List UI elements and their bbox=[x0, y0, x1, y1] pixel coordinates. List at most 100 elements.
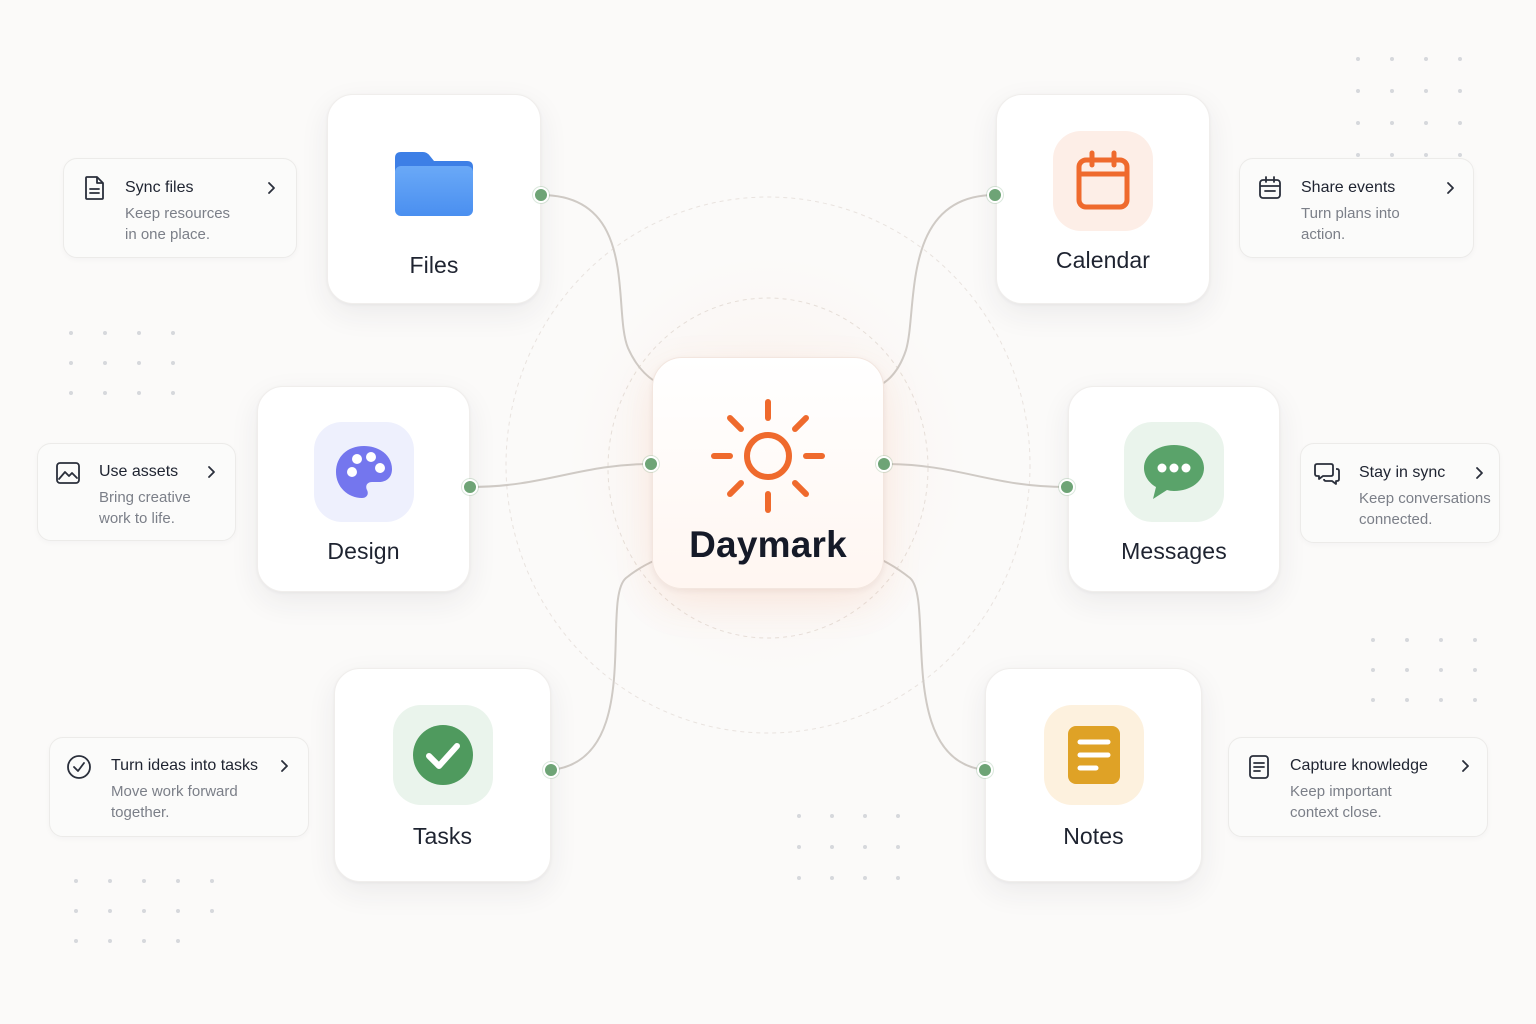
note-outline-icon bbox=[1249, 755, 1269, 779]
decorative-dot bbox=[137, 391, 141, 395]
sun-icon bbox=[711, 399, 825, 513]
decorative-dot bbox=[171, 361, 175, 365]
folder-icon bbox=[395, 152, 473, 216]
chevron-right-icon bbox=[1462, 760, 1469, 772]
feature-card-turn-ideas[interactable]: Turn ideas into tasks Move work forward … bbox=[49, 737, 309, 837]
calendar-outline-icon bbox=[1259, 176, 1281, 199]
feature-card-stay-in-sync[interactable]: Stay in sync Keep conversations connecte… bbox=[1300, 443, 1500, 543]
decorative-dot bbox=[1458, 121, 1462, 125]
decorative-dot bbox=[1390, 57, 1394, 61]
decorative-dot bbox=[176, 909, 180, 913]
app-card-tasks[interactable]: Tasks bbox=[334, 668, 551, 882]
feature-desc-line-2: together. bbox=[111, 804, 170, 821]
decorative-dot bbox=[1439, 638, 1443, 642]
decorative-dot bbox=[1371, 638, 1375, 642]
decorative-dot bbox=[74, 879, 78, 883]
feature-desc-line-1: Move work forward bbox=[111, 783, 238, 800]
chevron-right-icon bbox=[1447, 182, 1454, 194]
feature-title: Stay in sync bbox=[1359, 464, 1446, 481]
app-card-calendar[interactable]: Calendar bbox=[996, 94, 1210, 304]
decorative-dot bbox=[830, 876, 834, 880]
hub-card-daymark[interactable]: Daymark bbox=[652, 357, 884, 589]
decorative-dot bbox=[69, 361, 73, 365]
chat-outline-icon bbox=[1314, 463, 1340, 485]
decorative-dot bbox=[210, 909, 214, 913]
notes-tile bbox=[1043, 705, 1144, 805]
app-label-files: Files bbox=[409, 252, 459, 278]
feature-card-capture-knowledge[interactable]: Capture knowledge Keep important context… bbox=[1228, 737, 1488, 837]
feature-desc-line-1: Turn plans into bbox=[1301, 205, 1400, 222]
connector-node-notes bbox=[977, 762, 993, 778]
app-card-notes[interactable]: Notes bbox=[985, 668, 1202, 882]
decorative-dot bbox=[1439, 698, 1443, 702]
decorative-dot bbox=[863, 876, 867, 880]
feature-card-use-assets[interactable]: Use assets Bring creative work to life. bbox=[37, 443, 236, 541]
chat-bubble-icon bbox=[1144, 445, 1204, 499]
decorative-dot bbox=[108, 909, 112, 913]
decorative-dot bbox=[137, 331, 141, 335]
dot-grid-right bbox=[1371, 638, 1477, 702]
feature-title: Capture knowledge bbox=[1290, 757, 1428, 774]
app-card-files[interactable]: Files bbox=[327, 94, 541, 304]
notes-icon bbox=[1067, 726, 1120, 784]
feature-desc-line-1: Bring creative bbox=[99, 489, 191, 506]
decorative-dot bbox=[103, 391, 107, 395]
decorative-dot bbox=[896, 814, 900, 818]
app-card-design[interactable]: Design bbox=[257, 386, 470, 592]
decorative-dot bbox=[863, 814, 867, 818]
decorative-dot bbox=[176, 879, 180, 883]
feature-desc-line-2: work to life. bbox=[99, 510, 175, 527]
feature-title: Turn ideas into tasks bbox=[111, 757, 259, 774]
app-card-messages[interactable]: Messages bbox=[1068, 386, 1280, 592]
feature-card-sync-files[interactable]: Sync files Keep resources in one place. bbox=[63, 158, 297, 258]
decorative-dot bbox=[1424, 121, 1428, 125]
decorative-dot bbox=[1458, 57, 1462, 61]
decorative-dot bbox=[69, 391, 73, 395]
document-icon bbox=[85, 176, 104, 200]
dot-grid-top-right bbox=[1356, 57, 1462, 157]
calendar-tile bbox=[1053, 131, 1153, 231]
feature-desc-line-1: Keep conversations bbox=[1359, 490, 1491, 507]
decorative-dot bbox=[74, 909, 78, 913]
feature-desc-line-2: in one place. bbox=[125, 226, 211, 243]
decorative-dot bbox=[1371, 698, 1375, 702]
decorative-dot bbox=[1473, 698, 1477, 702]
decorative-dot bbox=[830, 814, 834, 818]
decorative-dot bbox=[1405, 668, 1409, 672]
decorative-dot bbox=[1390, 121, 1394, 125]
decorative-dot bbox=[1390, 153, 1394, 157]
decorative-dot bbox=[142, 939, 146, 943]
checkmark-icon bbox=[412, 725, 473, 785]
app-label-notes: Notes bbox=[1063, 823, 1124, 849]
decorative-dot bbox=[1405, 698, 1409, 702]
palette-icon bbox=[335, 446, 392, 498]
decorative-dot bbox=[797, 876, 801, 880]
chevron-right-icon bbox=[281, 760, 288, 772]
decorative-dot bbox=[1424, 89, 1428, 93]
chevron-right-icon bbox=[208, 466, 215, 478]
connector-node-files bbox=[533, 187, 549, 203]
decorative-dot bbox=[1371, 668, 1375, 672]
decorative-dot bbox=[1405, 638, 1409, 642]
decorative-dot bbox=[1458, 89, 1462, 93]
feature-card-share-events[interactable]: Share events Turn plans into action. bbox=[1239, 158, 1474, 258]
decorative-dot bbox=[137, 361, 141, 365]
decorative-dot bbox=[103, 361, 107, 365]
decorative-dot bbox=[830, 845, 834, 849]
decorative-dot bbox=[1356, 121, 1360, 125]
decorative-dot bbox=[1356, 89, 1360, 93]
image-icon bbox=[56, 462, 80, 484]
decorative-dot bbox=[108, 939, 112, 943]
feature-desc-line-2: context close. bbox=[1290, 804, 1382, 821]
dot-grid-left bbox=[69, 331, 175, 395]
check-circle-icon bbox=[67, 755, 91, 779]
connector-node-calendar bbox=[987, 187, 1003, 203]
feature-title: Use assets bbox=[99, 463, 179, 480]
decorative-dot bbox=[1356, 153, 1360, 157]
decorative-dot bbox=[1473, 668, 1477, 672]
app-label-messages: Messages bbox=[1121, 538, 1227, 564]
decorative-dot bbox=[142, 909, 146, 913]
decorative-dot bbox=[1356, 57, 1360, 61]
connector-node-hub-left bbox=[643, 456, 659, 472]
app-label-tasks: Tasks bbox=[412, 823, 473, 849]
